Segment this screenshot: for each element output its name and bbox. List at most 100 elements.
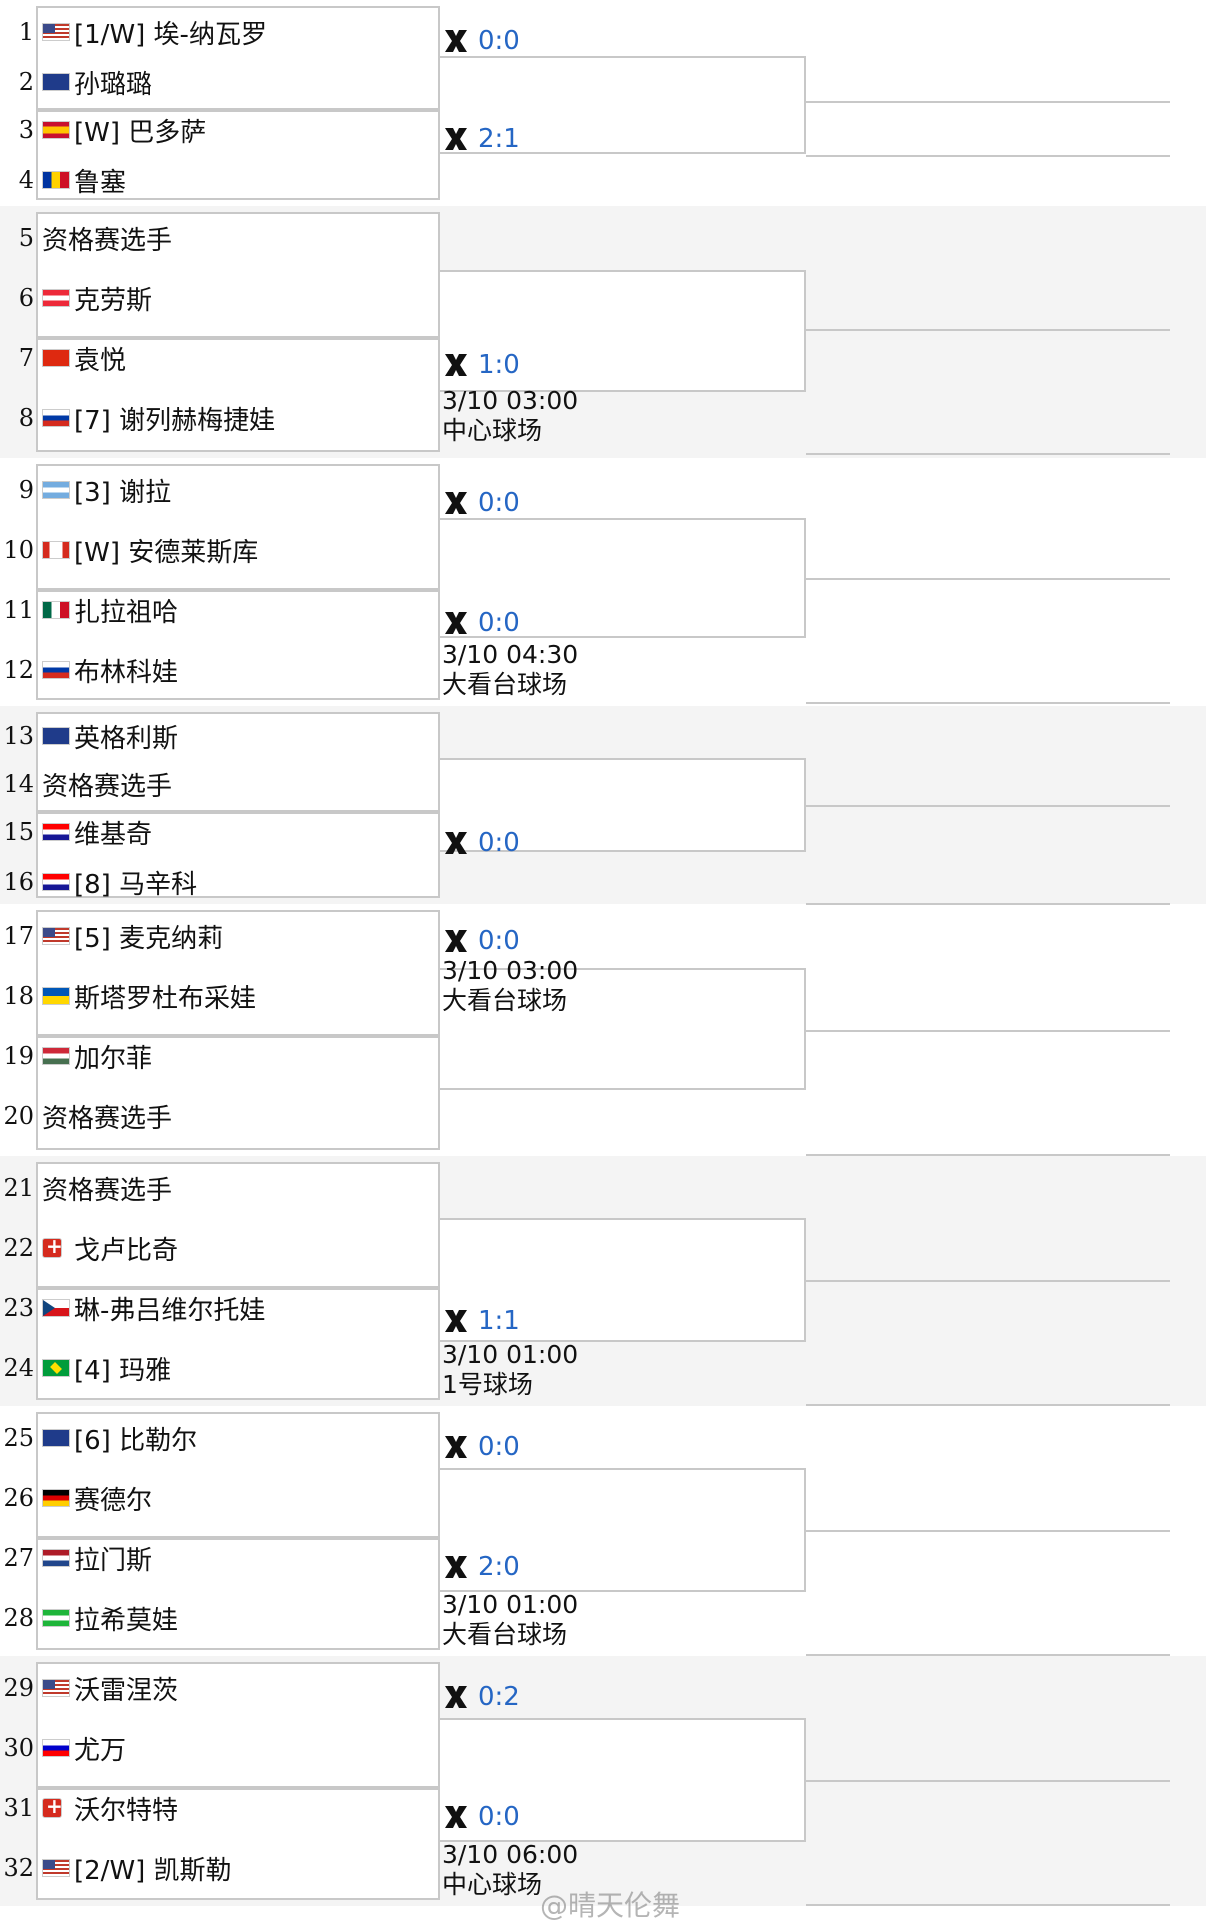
player-row[interactable]: 3[W] 巴多萨 [0,110,207,150]
match-score[interactable]: 1:0 [442,350,520,380]
match-time: 3/10 03:00 [442,956,579,985]
player-row[interactable]: 10[W] 安德莱斯库 [0,530,258,570]
player-row[interactable]: 32 [2/W] 凯斯勒 [0,1848,232,1888]
draw-position: 2 [18,68,34,96]
match-score[interactable]: 0:0 [442,608,520,638]
match-score[interactable]: 0:0 [442,926,520,956]
match-time: 3/10 04:30 [442,640,579,669]
player-name: 沃尔特特 [74,1795,179,1826]
hr-flag-icon [42,873,70,891]
draw-position: 27 [3,1544,34,1572]
player-name: 尤万 [74,1735,127,1766]
score-value: 2:1 [478,124,520,154]
match-score[interactable]: 0:0 [442,828,520,858]
match-score[interactable]: 1:1 [442,1306,520,1336]
au-flag-icon [42,1429,70,1447]
second-round-match [440,758,806,852]
us-flag-icon [42,927,70,945]
first-round-match [36,910,440,1036]
second-round-match [440,270,806,392]
first-round-match [36,1162,440,1288]
draw-position: 31 [3,1794,34,1822]
ro-flag-icon [42,171,70,189]
match-score[interactable]: 0:0 [442,488,520,518]
score-value: 0:0 [478,26,520,56]
score-value: 0:0 [478,828,520,858]
draw-position: 26 [3,1484,34,1512]
player-name: [2/W] 凯斯勒 [74,1855,232,1886]
player-row[interactable]: 16[8] 马辛科 [0,862,197,902]
second-round-match [440,1218,806,1342]
player-row[interactable]: 8[7] 谢列赫梅捷娃 [0,398,275,438]
es-flag-icon [42,121,70,139]
draw-position: 30 [3,1734,34,1762]
first-round-match [36,1788,440,1900]
hu-flag-icon [42,1047,70,1065]
player-row[interactable]: 17 [5] 麦克纳莉 [0,916,223,956]
bracket-line [806,702,1170,704]
mx-flag-icon [42,601,70,619]
player-row[interactable]: 25[6] 比勒尔 [0,1418,197,1458]
first-round-match [36,1288,440,1400]
hr-flag-icon [42,823,70,841]
at-flag-icon [42,289,70,307]
first-round-match [36,1538,440,1650]
match-time: 3/10 01:00 [442,1340,579,1369]
crossed-rackets-icon [445,354,467,376]
player-name: 维基奇 [74,819,153,850]
draw-position: 8 [18,404,34,432]
player-row[interactable]: 1[1/W] 埃-纳瓦罗 [0,12,267,52]
player-name: [8] 马辛科 [74,869,198,900]
bracket-line [806,805,1170,807]
match-score[interactable]: 2:0 [442,1552,520,1582]
match-score[interactable]: 2:1 [442,124,520,154]
score-value: 1:1 [478,1306,520,1336]
draw-position: 15 [3,818,34,846]
player-row[interactable]: 31 沃尔特特 [0,1788,178,1828]
score-value: 1:0 [478,350,520,380]
draw-position: 20 [3,1102,34,1130]
draw-position: 22 [3,1234,34,1262]
player-row[interactable]: 9[3] 谢拉 [0,470,171,510]
player-row[interactable]: 30 尤万 [0,1728,126,1768]
match-score[interactable]: 0:2 [442,1682,520,1712]
draw-position: 32 [3,1854,34,1882]
match-score[interactable]: 0:0 [442,1432,520,1462]
draw-position: 17 [3,922,34,950]
player-row[interactable]: 15 维基奇 [0,812,152,852]
draw-position: 3 [18,116,34,144]
match-score[interactable]: 0:0 [442,26,520,56]
match-court: 大看台球场 [442,670,568,699]
crossed-rackets-icon [445,30,467,52]
player-name: [5] 麦克纳莉 [74,923,224,954]
match-time: 3/10 06:00 [442,1840,579,1869]
player-name: 戈卢比奇 [74,1235,179,1266]
player-row[interactable]: 22 戈卢比奇 [0,1228,178,1268]
player-name: 资格赛选手 [42,1175,173,1206]
match-score[interactable]: 0:0 [442,1802,520,1832]
player-row[interactable]: 24[4] 玛雅 [0,1348,171,1388]
first-round-match [36,590,440,700]
